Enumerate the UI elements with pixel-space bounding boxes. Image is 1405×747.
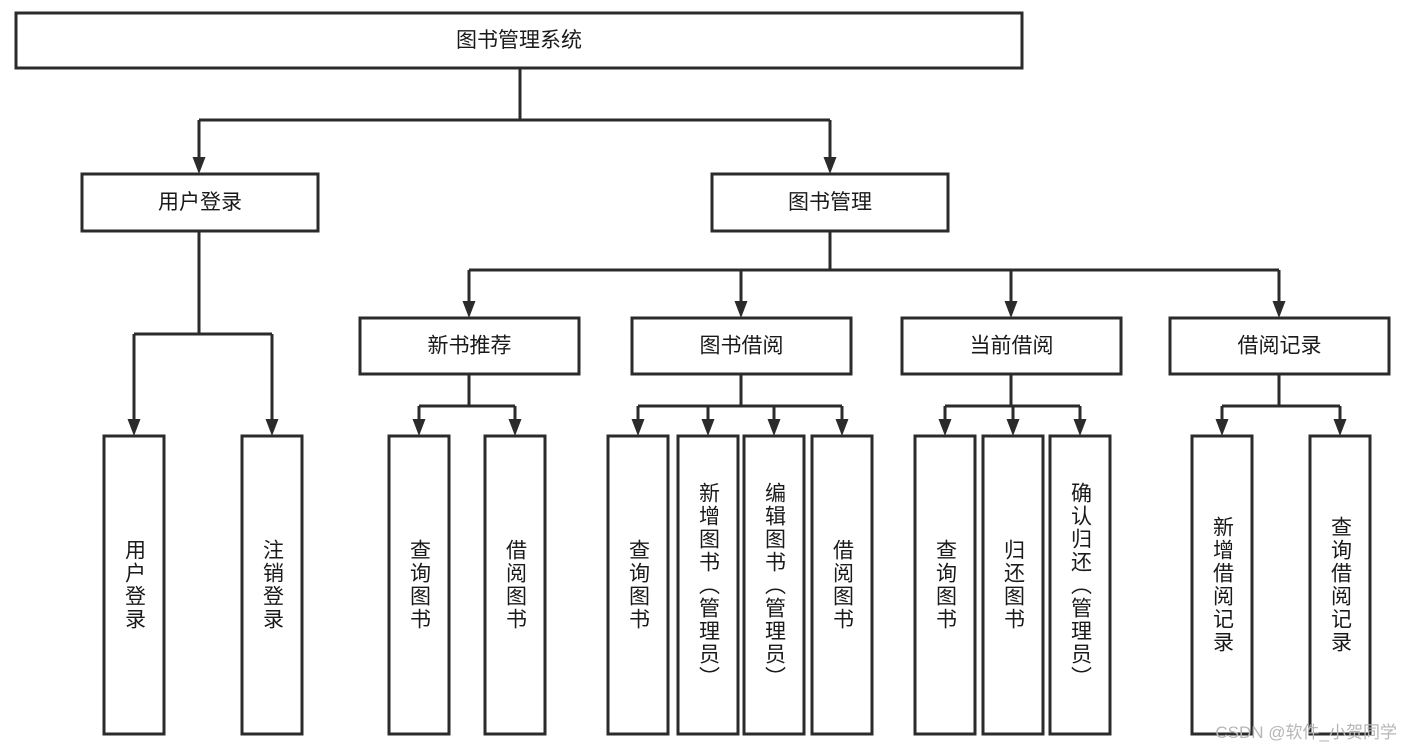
node-box-leaf-user-logout[interactable] — [240, 434, 304, 736]
node-box-root[interactable] — [14, 11, 1024, 70]
node-box-leaf-borrow-book-2[interactable] — [810, 434, 874, 736]
node-box-new-book-recommend[interactable] — [358, 316, 581, 376]
node-box-user-login[interactable] — [80, 172, 320, 233]
edge-current-borrow-to-leaf-3-head — [1073, 419, 1087, 436]
edge-borrow-record-to-leaf-1-head — [1215, 419, 1229, 436]
node-label-current-borrow: 当前借阅 — [970, 335, 1054, 358]
edge-bm-to-borrow-record-head — [1272, 301, 1286, 318]
edge-current-borrow-to-leaf-2-head — [1006, 419, 1020, 436]
node-label-book-borrow: 图书借阅 — [700, 335, 784, 358]
node-box-layer — [14, 11, 1391, 736]
edge-bm-to-book-borrow-head — [734, 301, 748, 318]
node-box-leaf-borrow-book-1[interactable] — [483, 434, 547, 736]
edge-borrow-record-to-leaf-2-head — [1333, 419, 1347, 436]
watermark-text: CSDN @软件_小贺同学 — [1215, 723, 1397, 742]
node-box-leaf-return-book[interactable] — [981, 434, 1045, 736]
node-label-new-book-recommend: 新书推荐 — [428, 335, 512, 358]
edge-root-to-book-management-head — [823, 157, 837, 174]
edge-user-login-to-leaf-1-head — [127, 419, 141, 436]
edge-user-login-to-leaf-2-head — [265, 419, 279, 436]
edge-root-to-user-login-head — [192, 157, 206, 174]
node-box-leaf-query-borrow-record[interactable] — [1308, 434, 1372, 736]
edge-new-book-to-leaf-1-head — [412, 419, 426, 436]
edge-new-book-to-leaf-2-head — [508, 419, 522, 436]
node-box-current-borrow[interactable] — [900, 316, 1123, 376]
node-box-leaf-confirm-return-admin[interactable] — [1048, 434, 1112, 736]
node-box-leaf-query-book-3[interactable] — [913, 434, 977, 736]
node-box-leaf-add-borrow-record[interactable] — [1190, 434, 1254, 736]
node-label-borrow-record: 借阅记录 — [1238, 335, 1322, 358]
edge-book-borrow-to-leaf-3-head — [767, 419, 781, 436]
connector-layer — [127, 68, 1347, 436]
node-box-leaf-user-login[interactable] — [102, 434, 166, 736]
node-label-user-login: 用户登录 — [158, 191, 242, 214]
edge-book-borrow-to-leaf-4-head — [835, 419, 849, 436]
node-box-leaf-query-book-1[interactable] — [387, 434, 451, 736]
node-box-leaf-query-book-2[interactable] — [606, 434, 670, 736]
node-label-book-management: 图书管理 — [788, 191, 872, 214]
node-label-root: 图书管理系统 — [456, 29, 582, 52]
edge-bm-to-current-borrow-head — [1004, 301, 1018, 318]
node-box-book-borrow[interactable] — [630, 316, 853, 376]
node-box-book-management[interactable] — [710, 172, 950, 233]
edge-bm-to-new-book-head — [462, 301, 476, 318]
edge-book-borrow-to-leaf-1-head — [631, 419, 645, 436]
node-box-borrow-record[interactable] — [1168, 316, 1391, 376]
node-box-leaf-edit-book-admin[interactable] — [742, 434, 806, 736]
edge-book-borrow-to-leaf-2-head — [701, 419, 715, 436]
edge-current-borrow-to-leaf-1-head — [938, 419, 952, 436]
node-box-leaf-add-book-admin[interactable] — [676, 434, 740, 736]
